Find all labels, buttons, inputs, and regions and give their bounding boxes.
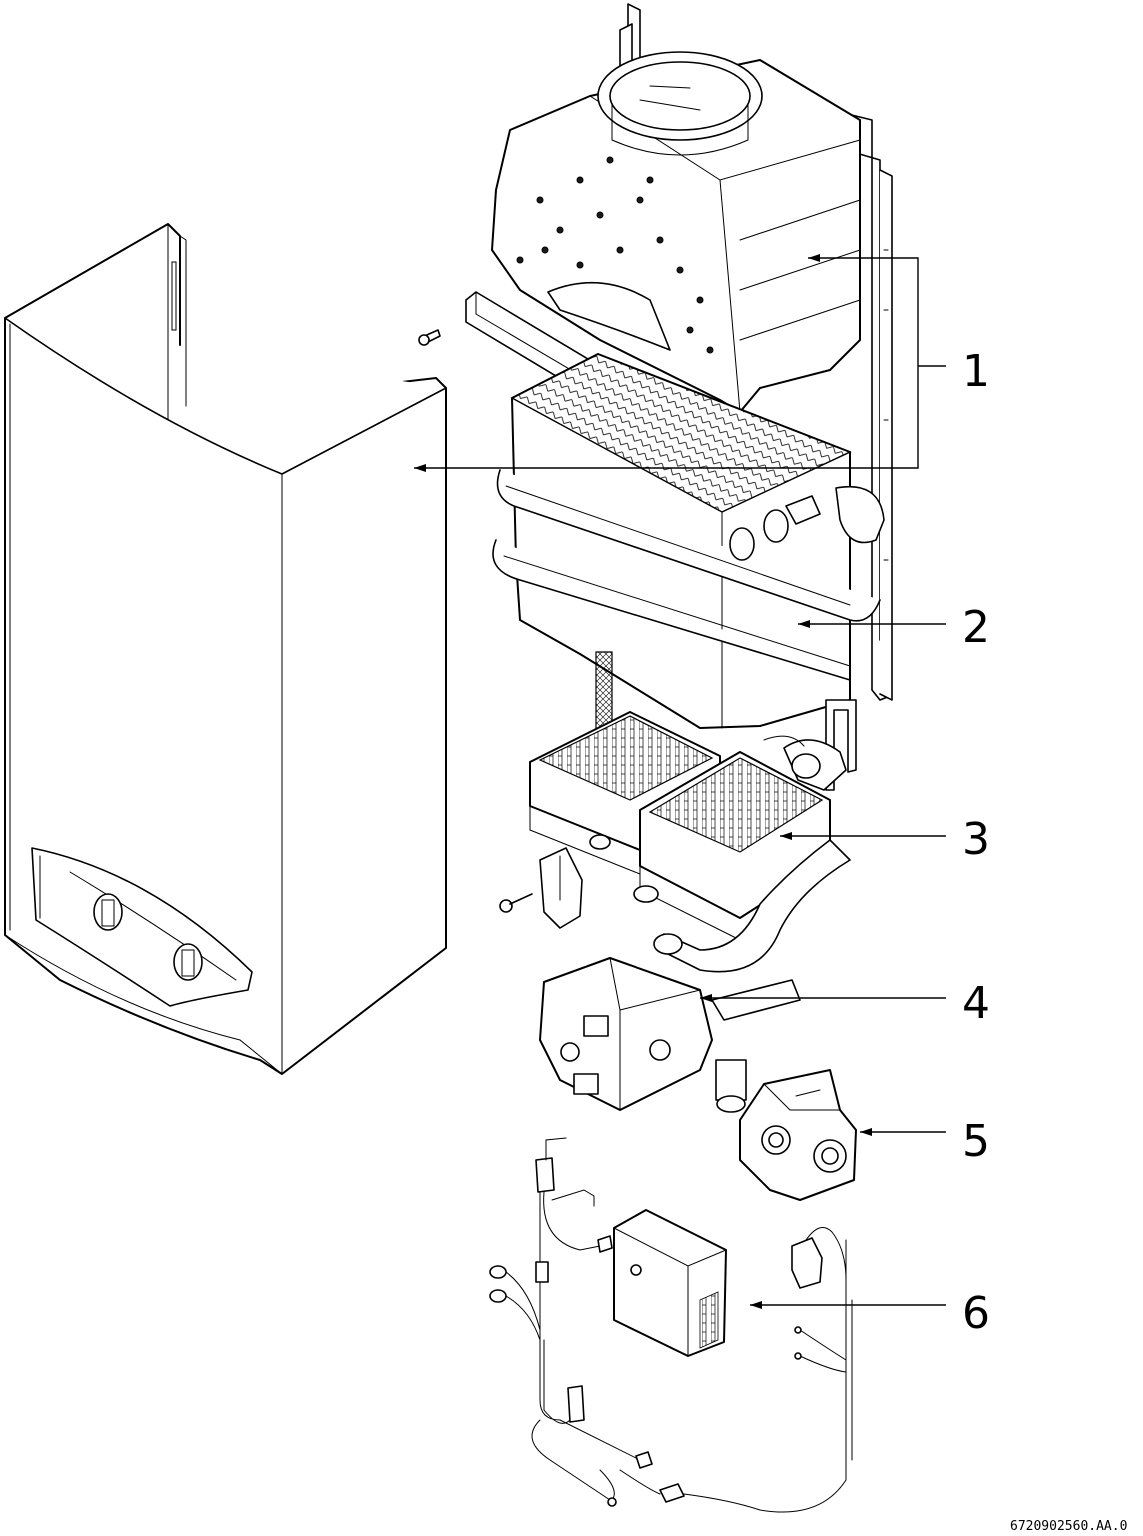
callout-4: 4	[962, 978, 990, 1029]
gas-supply-hose	[595, 651, 613, 731]
heat-exchanger	[492, 353, 885, 729]
water-pipe	[653, 699, 857, 973]
control-unit	[613, 1209, 727, 1357]
ignition-electrode	[499, 847, 583, 929]
casing-screw	[418, 329, 441, 346]
callout-5: 5	[962, 1116, 990, 1167]
wiring-harness	[489, 1137, 853, 1513]
callout-2: 2	[962, 602, 990, 653]
drawing-reference-code: 6720902560.AA.0	[1010, 1519, 1127, 1534]
burner-assembly	[529, 711, 831, 941]
water-valve	[739, 1069, 857, 1201]
gas-valve	[539, 957, 801, 1113]
callout-6: 6	[962, 1288, 990, 1339]
callout-3: 3	[962, 814, 990, 865]
leader-lines	[414, 254, 946, 1309]
flue-hood	[491, 51, 861, 413]
front-casing	[4, 223, 447, 1075]
callout-1: 1	[962, 346, 990, 397]
